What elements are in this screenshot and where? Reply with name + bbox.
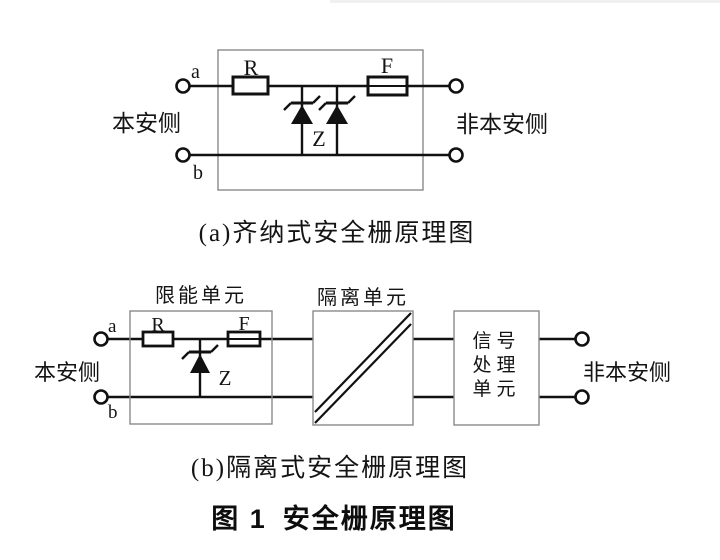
limit-unit-label: 限能单元 [155, 285, 247, 307]
terminal-right-bottom-circle-b [574, 389, 590, 405]
fuse-label-b: F [238, 313, 250, 335]
zener1-triangle [291, 105, 313, 124]
terminal-a-label-b: a [108, 316, 117, 337]
terminal-b-label-a: b [193, 162, 203, 184]
zener-diode-symbol-2 [318, 86, 356, 155]
diagram-b-graphics [93, 310, 590, 426]
zener1-bar-tick-left [283, 102, 292, 111]
signal-unit-line-2: 处理 [472, 355, 521, 376]
zener-label-b: Z [218, 366, 232, 390]
resistor-symbol-b [141, 330, 175, 348]
caption-b: (b)隔离式安全栅原理图 [190, 455, 470, 482]
resistor-label-b: R [151, 314, 165, 336]
figure-caption-title: 安全栅原理图 [282, 504, 457, 534]
terminal-a-label-a: a [191, 61, 200, 83]
isolation-unit-box [312, 310, 414, 426]
terminal-b-circle-a [175, 147, 191, 163]
fuse-symbol-a [366, 75, 409, 97]
limit-unit-box [129, 310, 273, 425]
intrinsic-side-label-b: 本安侧 [34, 360, 101, 385]
fuse-label-a: F [380, 53, 394, 78]
terminal-right-top-circle-a [448, 78, 464, 94]
zener2-bar-tick-right [347, 95, 356, 104]
terminal-b-label-b: b [108, 402, 118, 423]
signal-unit-line-1: 信号 [472, 331, 521, 352]
isolation-unit-label: 隔离单元 [317, 287, 409, 309]
diagram-a-graphics [175, 49, 464, 191]
resistor-label-a: R [243, 55, 259, 80]
zenerb-triangle [190, 354, 210, 373]
page-top-edge-strip [330, 0, 720, 3]
barrier-outline-box-a [217, 49, 424, 191]
terminal-a-circle-b [93, 331, 109, 347]
signal-unit-line-3: 单元 [472, 379, 521, 400]
fuse-symbol-b [226, 330, 262, 348]
non-intrinsic-side-label-b: 非本安侧 [583, 360, 672, 385]
figure-caption-number: 图 1 [211, 504, 267, 534]
zener2-triangle [326, 105, 348, 124]
non-intrinsic-side-label-a: 非本安侧 [456, 112, 548, 137]
zener1-bar-tick-right [312, 95, 321, 104]
zenerb-bar-tick-right [210, 344, 219, 353]
terminal-a-circle-a [175, 78, 191, 94]
zener-diode-symbol-b [181, 339, 219, 397]
intrinsic-side-label-a: 本安侧 [112, 111, 181, 136]
zener-label-a: Z [312, 126, 326, 151]
terminal-right-top-circle-b [574, 331, 590, 347]
terminal-right-bottom-circle-a [448, 147, 464, 163]
isolation-slash-line-2 [314, 323, 412, 424]
caption-a: (a)齐纳式安全栅原理图 [198, 220, 476, 247]
signal-unit-text: 信号 处理 单元 [454, 330, 539, 402]
signal-unit-box [453, 310, 540, 426]
isolation-slash-line-1 [314, 312, 412, 413]
zenerb-bar-tick-left [181, 351, 190, 360]
zener-diode-symbol-1 [283, 86, 321, 155]
resistor-symbol-a [231, 75, 270, 96]
isolation-box-body [312, 310, 414, 426]
zener2-bar-tick-left [318, 102, 327, 111]
figure-caption: 图 1 安全栅原理图 [54, 497, 614, 536]
terminal-b-circle-b [93, 389, 109, 405]
